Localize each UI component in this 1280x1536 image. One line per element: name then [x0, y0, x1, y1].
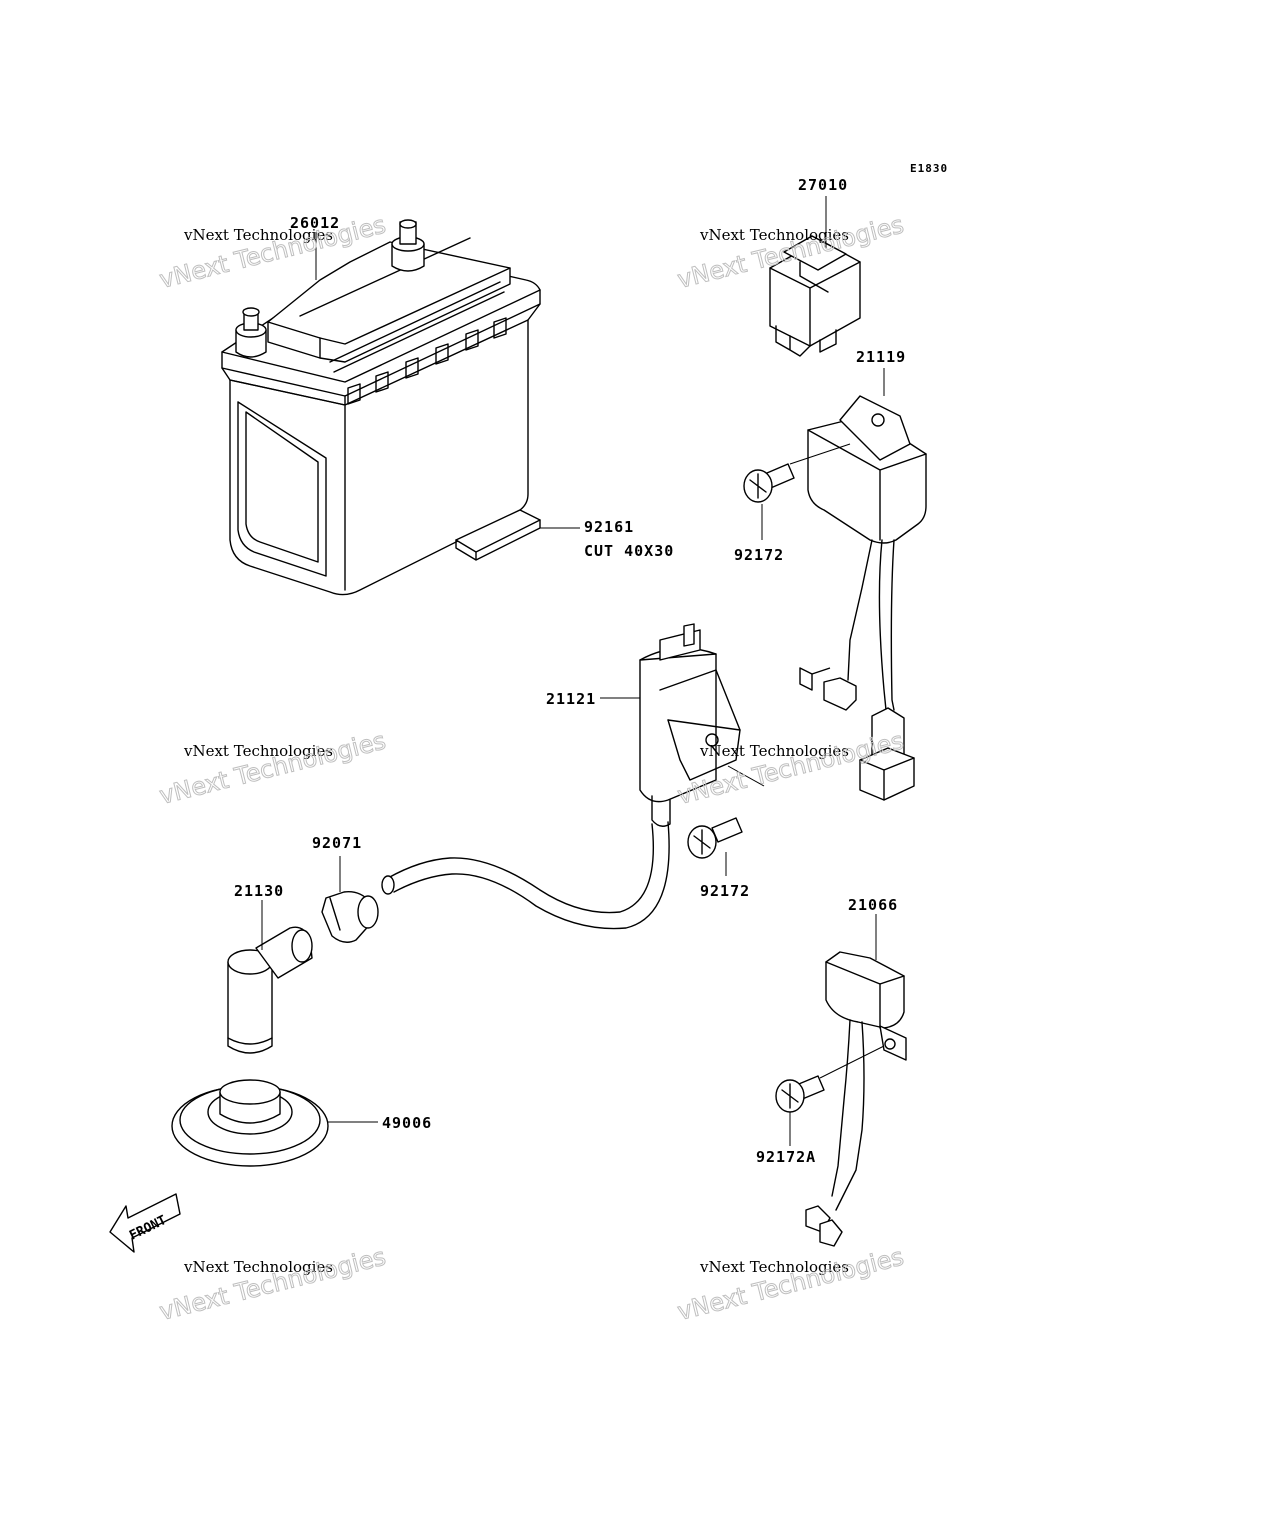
screw-drawing	[775, 1075, 825, 1113]
grommet-drawing	[171, 1079, 329, 1167]
watermark: vNext Technologies vNext Technologies	[674, 1242, 907, 1326]
part-number: 26012	[290, 214, 340, 232]
part-number: 92172	[734, 546, 784, 564]
cdi-unit-drawing	[799, 395, 927, 801]
part-number: 21121	[546, 690, 596, 708]
svg-text:vNext Technologies: vNext Technologies	[157, 1243, 389, 1326]
watermark: vNext Technologies vNext Technologies	[156, 1242, 389, 1326]
svg-text:vNext Technologies: vNext Technologies	[699, 226, 849, 244]
svg-text:vNext Technologies: vNext Technologies	[699, 1258, 849, 1276]
ignition-coil-drawing	[639, 623, 741, 827]
screw-drawing	[743, 463, 795, 503]
diagram-code: E1830	[910, 162, 948, 175]
screw-drawing	[687, 817, 743, 859]
lead-cap-drawing	[321, 891, 379, 943]
part-number: 21066	[848, 896, 898, 914]
front-direction-arrow: FRONT	[109, 1193, 181, 1253]
svg-text:vNext Technologies: vNext Technologies	[699, 742, 849, 760]
relay-drawing	[769, 235, 861, 357]
part-number: 27010	[798, 176, 848, 194]
leader-21066-mount	[819, 1045, 885, 1079]
regulator-drawing	[805, 951, 907, 1247]
svg-text:vNext Technologies: vNext Technologies	[183, 226, 333, 244]
ht-lead-end	[381, 875, 395, 895]
part-labels: 26012 92161 CUT 40X30 27010 21119 92172 …	[234, 176, 906, 1166]
leader-21119-mount	[789, 443, 851, 465]
part-number: 92071	[312, 834, 362, 852]
ht-lead-line-a	[387, 823, 655, 914]
spark-plug-cap-drawing	[227, 926, 313, 1054]
part-number: 49006	[382, 1114, 432, 1132]
part-number: 21130	[234, 882, 284, 900]
svg-text:vNext Technologies: vNext Technologies	[157, 727, 389, 810]
part-note: CUT 40X30	[584, 542, 674, 560]
svg-text:vNext Technologies: vNext Technologies	[675, 1243, 907, 1326]
watermark: vNext Technologies vNext Technologies	[156, 726, 389, 810]
part-number: 92172A	[756, 1148, 816, 1166]
part-number: 92172	[700, 882, 750, 900]
part-number: 92161	[584, 518, 634, 536]
svg-text:vNext Technologies: vNext Technologies	[183, 1258, 333, 1276]
battery-drawing	[221, 219, 541, 596]
ht-lead-line-b	[393, 821, 670, 930]
part-number: 21119	[856, 348, 906, 366]
svg-text:vNext Technologies: vNext Technologies	[183, 742, 333, 760]
leader-21121-mount	[727, 765, 765, 787]
